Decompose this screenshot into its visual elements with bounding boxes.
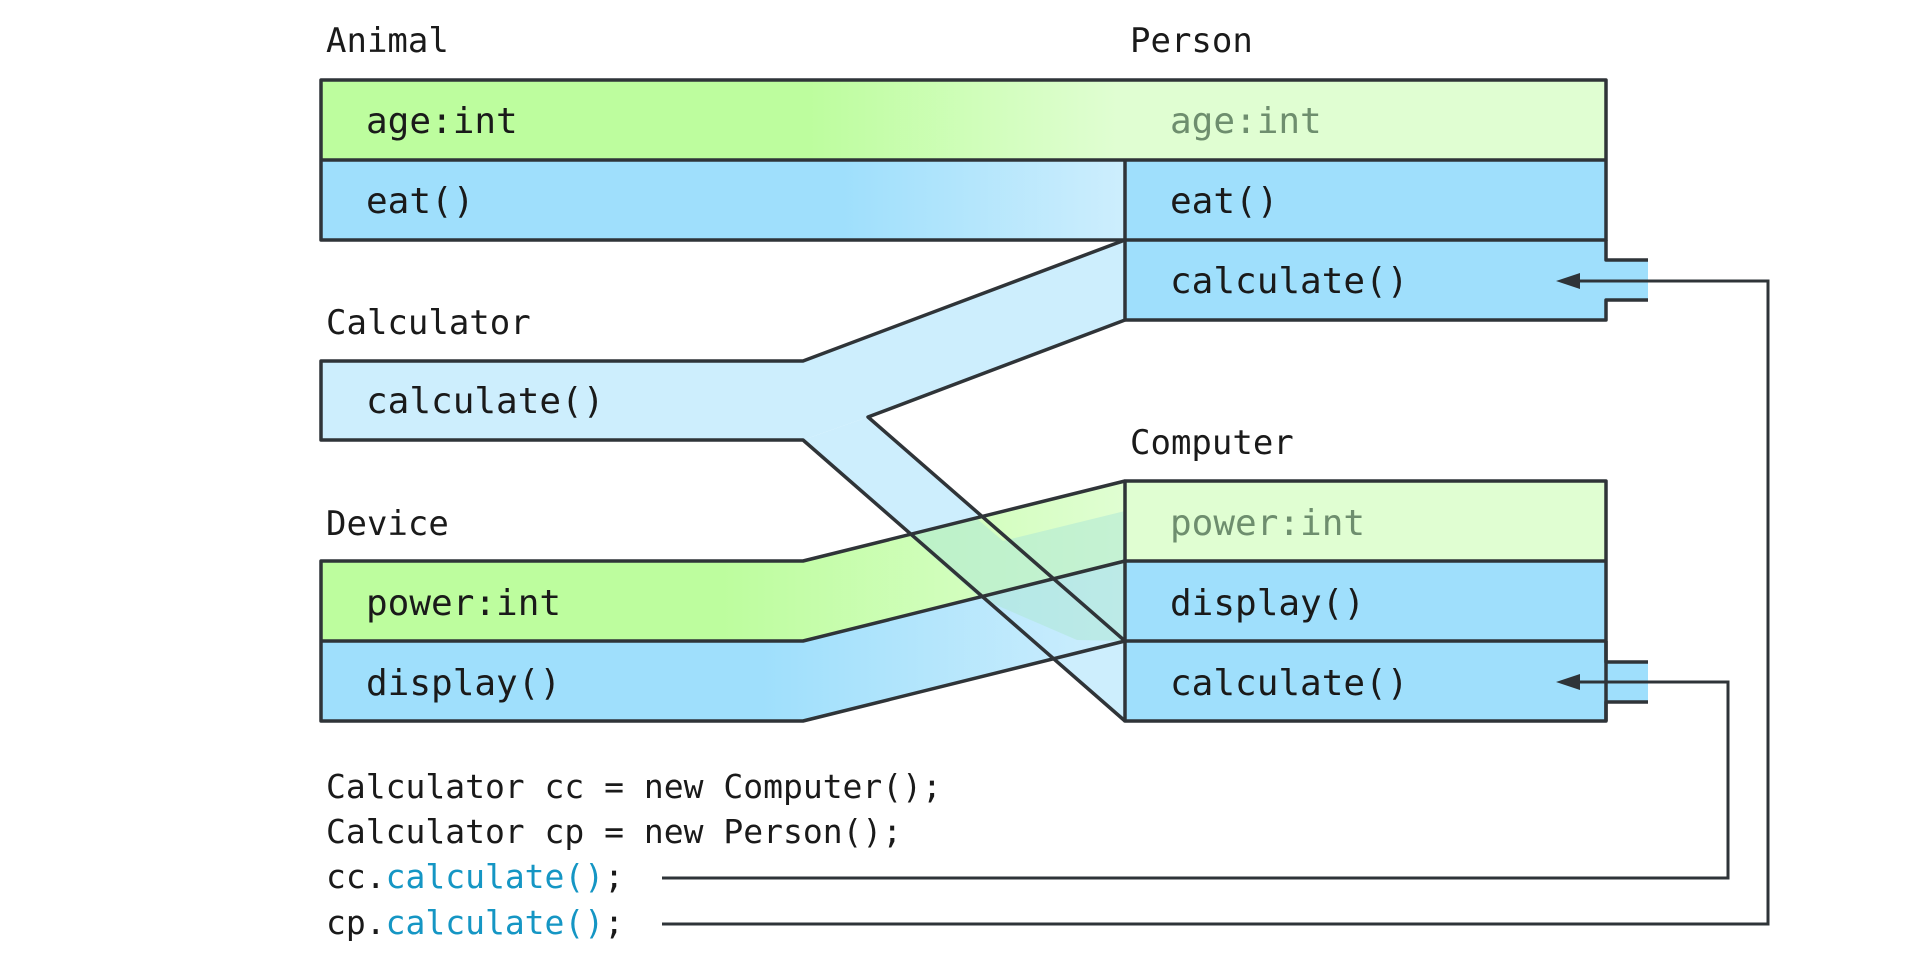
cp-call-arrow [662,279,1770,926]
animal-method-eat: eat() [366,181,474,222]
person-method-eat: eat() [1170,181,1278,222]
calculator-outline [319,238,1127,723]
animal-eat-row [321,160,1125,240]
animal-title: Animal [326,21,449,61]
person-method-calculate: calculate() [1170,261,1408,302]
code-line-1: Calculator cc = new Computer(); [326,767,942,806]
calculator-title: Calculator [326,303,531,343]
band-overlap-tint [908,511,1125,641]
computer-power-row [1125,481,1606,561]
computer-method-display: display() [1170,583,1365,624]
computer-display-row [1125,561,1606,641]
person-field-age: age:int [1170,101,1322,142]
animal-age-row [321,80,1606,160]
code-line-2: Calculator cp = new Person(); [326,812,902,851]
computer-method-calculate: calculate() [1170,663,1408,704]
computer-calculate-row [1125,641,1606,721]
device-method-display: display() [366,663,561,704]
computer-title: Computer [1130,423,1294,463]
code-line-3: cc.calculate(); [326,857,624,896]
calculator-method-calculate: calculate() [366,381,604,422]
cp-arrowhead [1556,273,1580,289]
person-calculate-row [1125,240,1606,320]
cc-arrowhead [1556,674,1580,690]
animal-field-age: age:int [366,101,518,142]
device-field-power: power:int [366,583,561,624]
person-title: Person [1130,21,1253,61]
device-title: Device [326,504,449,544]
calculator-to-person-band [321,240,1125,440]
computer-outline [1123,479,1608,723]
code-line-4: cp.calculate(); [326,903,624,942]
cc-call-arrow [662,680,1730,880]
computer-field-power: power:int [1170,503,1365,544]
person-eat-row [1125,160,1606,240]
